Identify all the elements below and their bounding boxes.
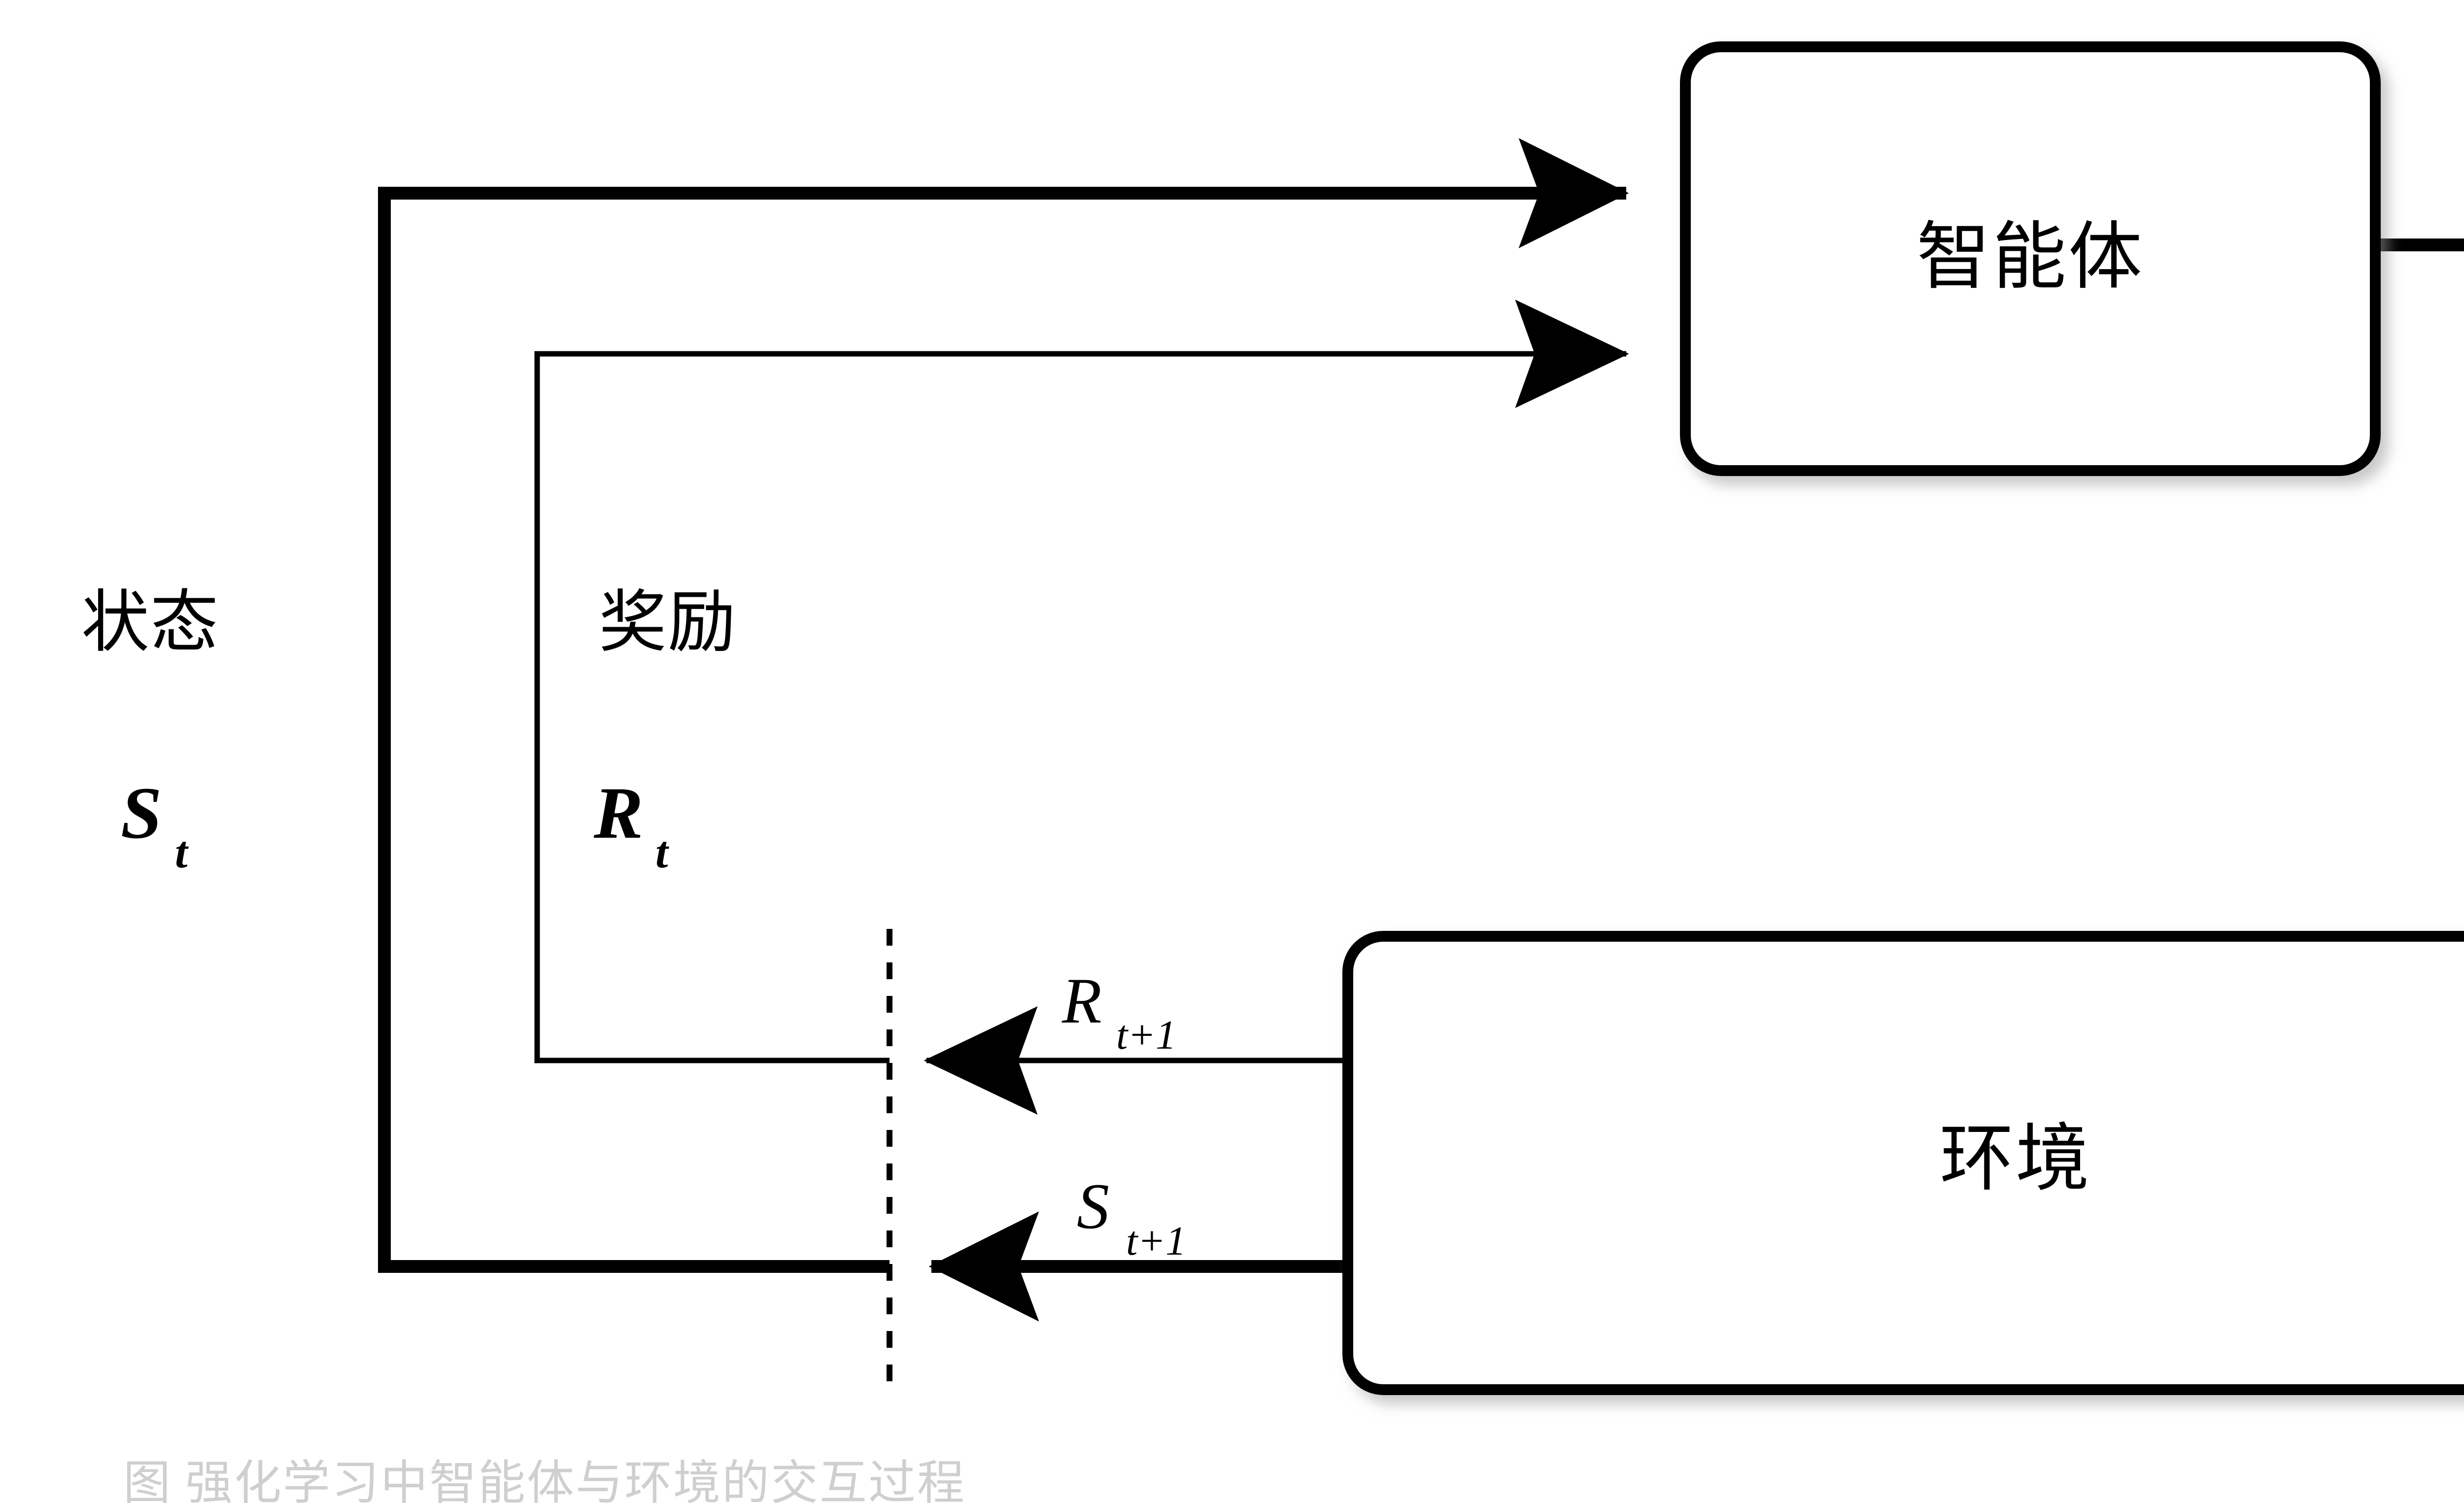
figure-caption: 图 强化学习中智能体与环境的交互过程 (123, 1457, 966, 1503)
edge-state-feedback (378, 138, 1629, 1273)
environment-box[interactable] (1342, 931, 2464, 1395)
state-label-group: 状态 S t (81, 585, 219, 877)
reward-next-symbol: R (1061, 964, 1102, 1037)
reward-next-subscript: t+1 (1116, 1012, 1176, 1058)
reward-symbol-subscript: t (655, 827, 669, 877)
agent-box[interactable] (1680, 41, 2381, 476)
reward-next-label-group: R t+1 (1061, 964, 1176, 1058)
agent-node[interactable]: 智能体 (1680, 41, 2381, 476)
state-symbol: S (121, 772, 162, 854)
environment-label: 环境 (1940, 1118, 2091, 1200)
environment-node[interactable]: 环境 (1342, 931, 2464, 1395)
reward-label-cjk: 奖励 (599, 585, 737, 660)
state-next-subscript: t+1 (1126, 1218, 1186, 1264)
edge-reward-feedback (534, 300, 1629, 1063)
state-next-symbol: S (1077, 1170, 1109, 1242)
figure-caption-text: 图 强化学习中智能体与环境的交互过程 (123, 1457, 966, 1503)
reward-label-group: 奖励 R t (593, 585, 737, 877)
reward-symbol: R (593, 772, 643, 854)
state-symbol-subscript: t (175, 827, 189, 877)
agent-label: 智能体 (1916, 216, 2144, 298)
state-next-label-group: S t+1 (1077, 1170, 1186, 1264)
state-label-cjk: 状态 (81, 585, 219, 660)
